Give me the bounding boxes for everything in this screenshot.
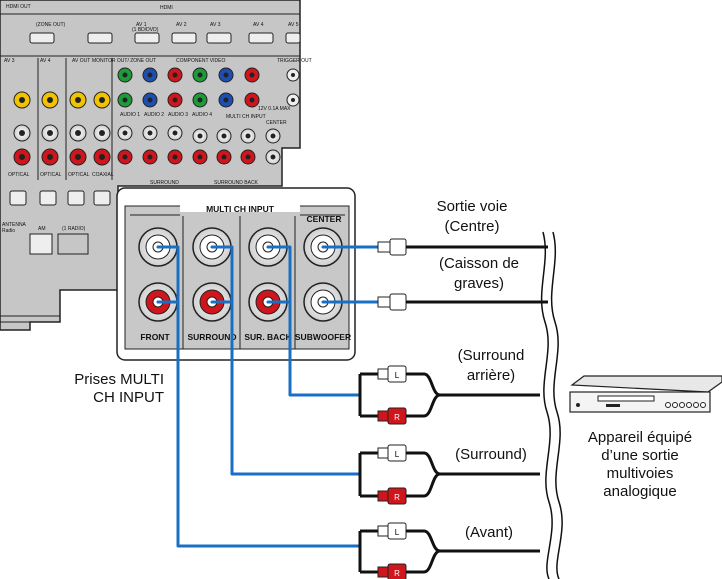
appareil-label-1: Appareil équipé (588, 429, 692, 446)
channel-labels: Sortie voie (Centre) (Caisson de graves)… (74, 198, 527, 541)
radio-terminal (57, 233, 89, 255)
center-small-label: CENTER (266, 120, 287, 126)
device-labels: Appareil équipé d’une sortie multivoies … (588, 429, 692, 500)
plug-letters: L R L R L R (394, 371, 400, 578)
hdmi-label: HDMI (160, 5, 173, 11)
surround-cable-link (210, 245, 234, 304)
optical-label-1: OPTICAL (8, 172, 30, 178)
audio1-label: AUDIO 1 (120, 112, 140, 118)
surround-l-letter: L (395, 450, 400, 459)
prises-label-1: Prises MULTI (74, 371, 164, 388)
hdmi-av2-label: AV 2 (176, 22, 187, 28)
hdmi-ports (29, 32, 301, 44)
antenna-terminal (29, 233, 53, 255)
sortie-voie-label: Sortie voie (437, 198, 508, 215)
hdmi-av1-label: AV 1 (136, 22, 147, 28)
coaxial-label: COAXIAL (92, 172, 114, 178)
radio-am-label: (1 RADIO) (62, 226, 86, 232)
monitor-out-label: MONITOR OUT/ ZONE OUT (92, 58, 156, 64)
receiver-rear-panel: HDMI OUT (ZONE OUT) HDMI AV 1 (1 BD/DVD)… (0, 0, 312, 331)
break-lines (540, 231, 563, 579)
surround-r-letter: R (394, 493, 400, 502)
surround-label: SURROUND (187, 332, 236, 342)
blue-cables (156, 245, 380, 548)
surround-small-label: SURROUND (150, 180, 179, 186)
subwoofer-plug (377, 293, 432, 311)
caisson-label-2: graves) (454, 275, 504, 292)
surround-stereo-cable (358, 444, 540, 505)
surback-cable (288, 278, 362, 397)
panel-column-dividers (182, 216, 296, 349)
composite-video-jacks (13, 91, 111, 109)
hdmi-av4-label: AV 4 (253, 22, 264, 28)
radio-label: Radio (2, 228, 15, 234)
optical-label-3: OPTICAL (68, 172, 90, 178)
am-label: AM (38, 226, 46, 232)
analog-multichannel-device (569, 375, 722, 413)
subwoofer-label: SUBWOOFER (295, 332, 351, 342)
multi-ch-small-label: MULTI CH INPUT (226, 114, 266, 120)
avant-stereo-cable (358, 522, 540, 579)
center-plug (377, 238, 432, 256)
multi-ch-title: MULTI CH INPUT (206, 204, 275, 214)
optical-label-2: OPTICAL (40, 172, 62, 178)
surback-stereo-cable (358, 365, 540, 425)
surround-arriere-label-2: arrière) (467, 367, 515, 384)
caisson-label-1: (Caisson de (439, 255, 519, 272)
component-video-jacks (117, 67, 300, 108)
front-cable-link (156, 245, 180, 304)
panel-dividers (37, 58, 113, 180)
audio4-label: AUDIO 4 (192, 112, 212, 118)
appareil-label-3: multivoies (607, 465, 674, 482)
multi-ch-input-panel: MULTI CH INPUT CENTER FRONT SURROUND SUR… (116, 187, 356, 361)
trigger-out-label: TRIGGER OUT (277, 58, 312, 64)
twelve-v-label: 12V 0.1A MAX (258, 106, 291, 112)
front-cable (176, 278, 362, 548)
av-out-label: AV OUT (72, 58, 90, 64)
av3-label: AV 3 (4, 58, 15, 64)
center-label: CENTER (307, 214, 342, 224)
audio2-label: AUDIO 2 (144, 112, 164, 118)
panel-title-bg (180, 202, 300, 212)
surround-label-right: (Surround) (455, 446, 527, 463)
sur-back-label: SUR. BACK (244, 332, 292, 342)
centre-label: (Centre) (444, 218, 499, 235)
av4-label: AV 4 (40, 58, 51, 64)
hdmi-av5-label: AV 5 (288, 22, 299, 28)
zone-out-sub-label: (ZONE OUT) (36, 22, 65, 28)
front-label: FRONT (140, 332, 170, 342)
surround-cable (230, 278, 362, 476)
avant-l-letter: L (395, 528, 400, 537)
appareil-label-4: analogique (603, 483, 676, 500)
zone-out-label: HDMI OUT (6, 4, 31, 10)
surback-cable-link (266, 245, 292, 304)
analog-audio-jacks (13, 124, 281, 166)
component-video-label: COMPONENT VIDEO (176, 58, 225, 64)
prises-label-2: CH INPUT (93, 389, 164, 406)
surround-arriere-label-1: (Surround (458, 347, 525, 364)
surback-r-letter: R (394, 413, 400, 422)
hdmi-av3-label: AV 3 (210, 22, 221, 28)
avant-r-letter: R (394, 569, 400, 578)
antenna-label: ANTENNA (2, 222, 27, 228)
optical-ports (9, 190, 111, 206)
appareil-label-2: d’une sortie (601, 447, 679, 464)
surback-l-letter: L (395, 371, 400, 380)
hdmi-av1-sub-label: (1 BD/DVD) (132, 27, 159, 33)
avant-label: (Avant) (465, 524, 513, 541)
audio3-label: AUDIO 3 (168, 112, 188, 118)
surround-back-small-label: SURROUND BACK (214, 180, 259, 186)
